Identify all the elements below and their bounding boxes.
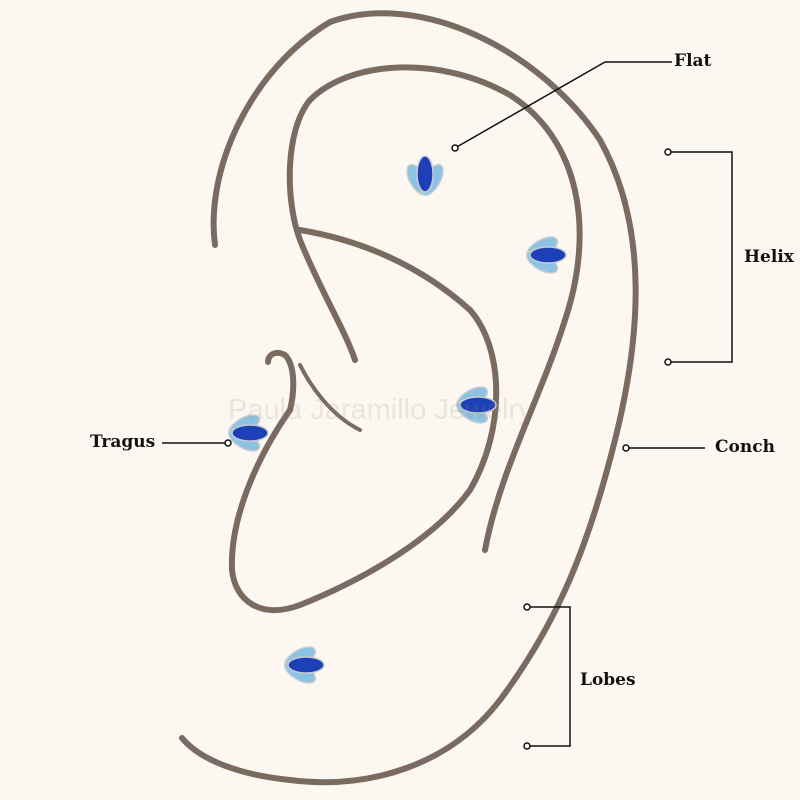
label-flat: Flat [674,51,712,71]
flat-jewel [401,155,449,200]
label-tragus: Tragus [90,432,156,452]
label-lobes: Lobes [580,670,636,690]
leader-lines [162,61,733,747]
label-conch: Conch [715,437,775,457]
lobe-jewel [280,641,325,689]
watermark: Paula Jaramillo Jewelry [228,394,533,426]
helix-jewel [522,231,567,279]
ear-outline [179,10,639,786]
marker-dots [224,144,672,750]
label-helix: Helix [744,247,794,267]
